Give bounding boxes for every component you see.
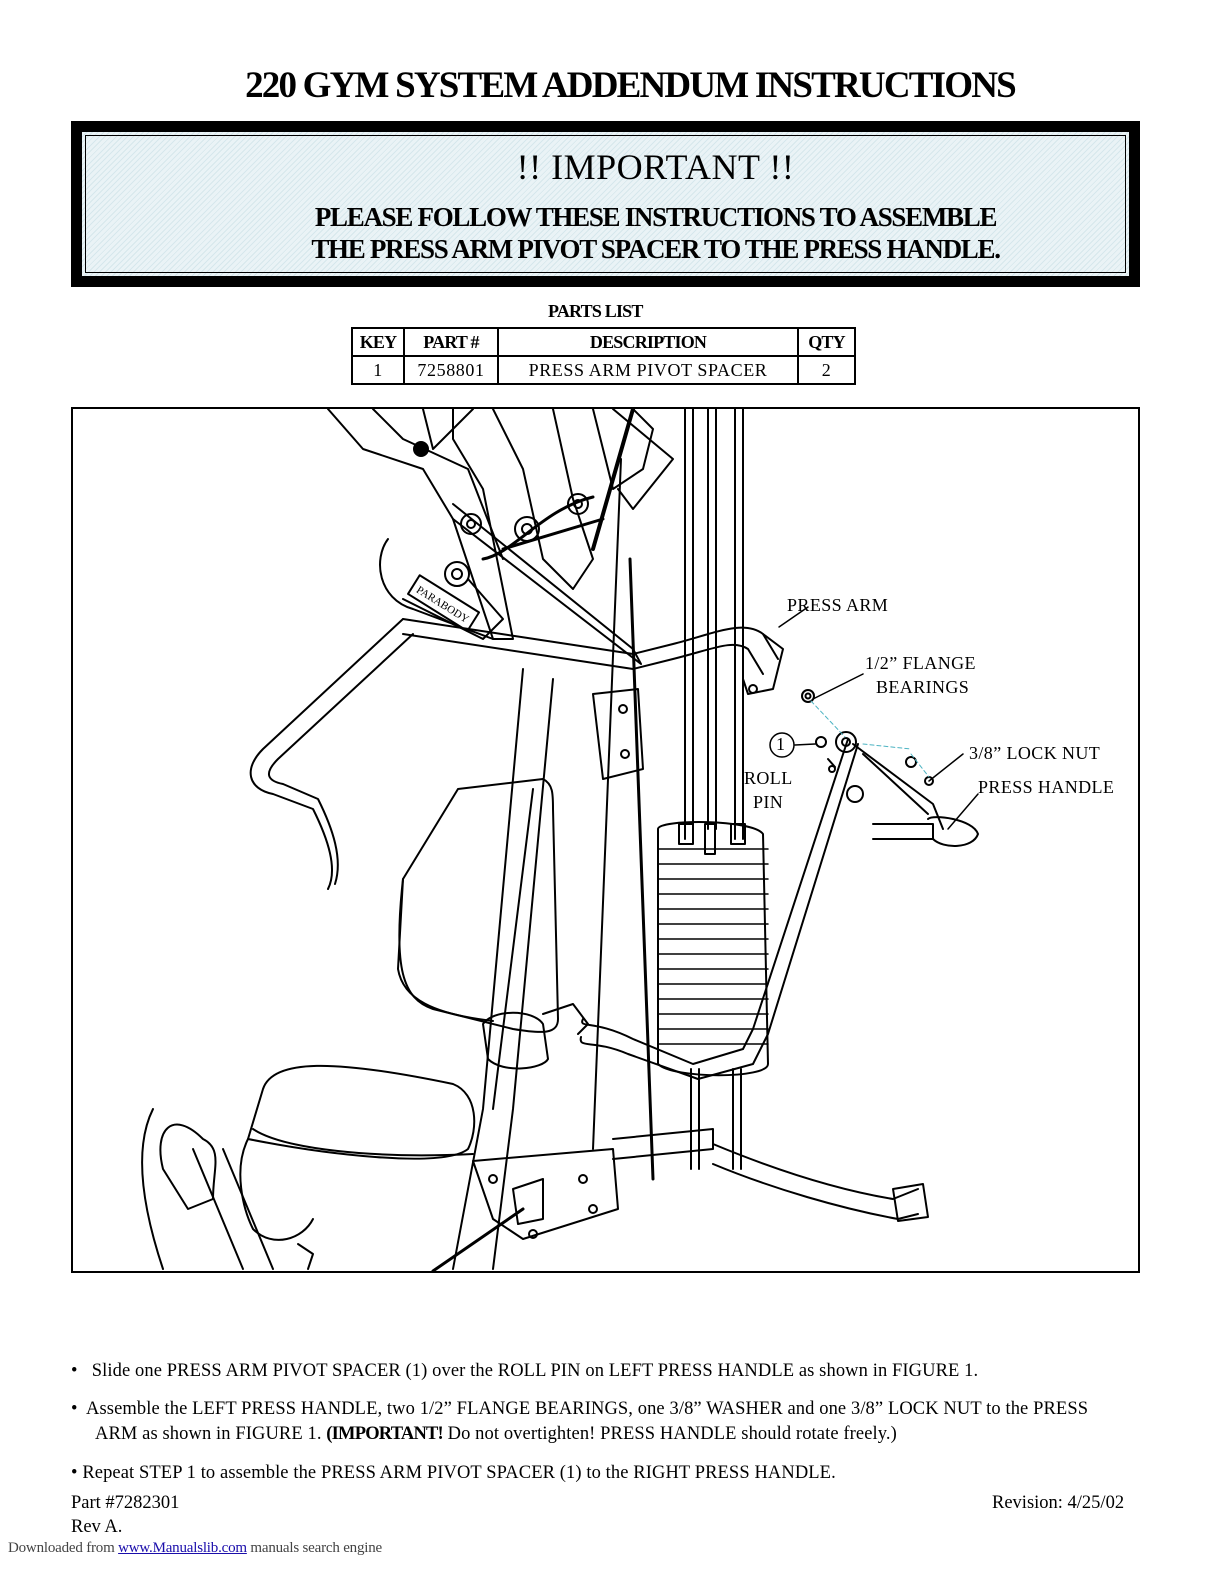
parts-table-header-row: KEY PART # DESCRIPTION QTY <box>351 327 856 357</box>
header-description: DESCRIPTION <box>497 327 799 357</box>
instruction-2-important: (IMPORTANT! <box>326 1424 443 1444</box>
parts-list-title: PARTS LIST <box>548 301 643 321</box>
cell-part: 7258801 <box>403 355 499 385</box>
important-heading: !! IMPORTANT !! <box>516 147 795 187</box>
gym-drawing: PARABODY <box>141 409 979 1271</box>
footer-rev: Rev A. <box>71 1517 123 1537</box>
main-upright <box>452 668 554 1270</box>
table-row: 1 7258801 PRESS ARM PIVOT SPACER 2 <box>351 355 856 385</box>
header-part: PART # <box>403 327 499 357</box>
instruction-3-text: Repeat STEP 1 to assemble the PRESS ARM … <box>82 1463 836 1483</box>
pulley-plate <box>592 688 644 780</box>
parts-table: KEY PART # DESCRIPTION QTY 1 7258801 PRE… <box>351 327 856 385</box>
parabody-logo-plate: PARABODY <box>407 574 481 633</box>
important-notice-box: !! IMPORTANT !! PLEASE FOLLOW THESE INST… <box>71 121 1140 287</box>
callout-circle <box>769 732 795 758</box>
exploded-parts <box>801 689 934 786</box>
header-key: KEY <box>351 327 405 357</box>
assembly-figure: PARABODY <box>71 407 1140 1273</box>
label-press-handle: PRESS HANDLE <box>978 777 1115 797</box>
press-handle-drawing <box>579 731 979 1080</box>
instruction-1-text: Slide one PRESS ARM PIVOT SPACER (1) ove… <box>91 1361 979 1381</box>
label-roll: ROLL <box>744 768 793 788</box>
header-qty: QTY <box>797 327 856 357</box>
guide-rods <box>591 409 744 1181</box>
bullet-mark: • <box>71 1463 78 1483</box>
important-line-2: THE PRESS ARM PIVOT SPACER TO THE PRESS … <box>311 234 1001 264</box>
bullet-mark: • <box>71 1399 78 1419</box>
cell-key: 1 <box>351 355 405 385</box>
download-note: Downloaded from www.Manualslib.com manua… <box>8 1540 382 1557</box>
label-flange-1: 1/2” FLANGE <box>865 653 976 673</box>
cell-description: PRESS ARM PIVOT SPACER <box>497 355 799 385</box>
footer-revision-date: Revision: 4/25/02 <box>992 1493 1125 1513</box>
instruction-1: • Slide one PRESS ARM PIVOT SPACER (1) o… <box>71 1359 978 1384</box>
download-prefix: Downloaded from <box>8 1540 119 1556</box>
weight-stack <box>657 821 769 1170</box>
leader-lines <box>778 606 979 830</box>
label-key-callout: 1 <box>776 734 786 754</box>
instruction-3: • Repeat STEP 1 to assemble the PRESS AR… <box>71 1461 836 1486</box>
label-flange-2: BEARINGS <box>876 677 970 697</box>
seat-and-base <box>141 1003 929 1271</box>
left-arm-handle <box>249 618 414 890</box>
instruction-2-text-c: Do not overtighten! PRESS HANDLE should … <box>442 1424 897 1444</box>
label-press-arm: PRESS ARM <box>787 595 889 615</box>
cell-qty: 2 <box>797 355 856 385</box>
footer-part-number: Part #7282301 <box>71 1493 180 1513</box>
press-arm-drawing <box>402 503 784 695</box>
instruction-2: • Assemble the LEFT PRESS HANDLE, two 1/… <box>71 1397 1088 1447</box>
page-title: 220 GYM SYSTEM ADDENDUM INSTRUCTIONS <box>245 65 1017 106</box>
bullet-mark: • <box>71 1361 78 1381</box>
manualslib-link[interactable]: www.Manualslib.com <box>118 1540 247 1556</box>
notice-inner-border <box>85 135 1126 273</box>
important-line-1: PLEASE FOLLOW THESE INSTRUCTIONS TO ASSE… <box>314 202 998 232</box>
back-pad <box>397 778 559 1033</box>
label-lock-nut: 3/8” LOCK NUT <box>969 743 1101 763</box>
instruction-2-text-b: ARM as shown in FIGURE 1. <box>95 1424 327 1444</box>
instruction-2-text-a: Assemble the LEFT PRESS HANDLE, two 1/2”… <box>86 1399 1089 1419</box>
label-pin: PIN <box>753 792 784 812</box>
download-suffix: manuals search engine <box>246 1540 382 1556</box>
